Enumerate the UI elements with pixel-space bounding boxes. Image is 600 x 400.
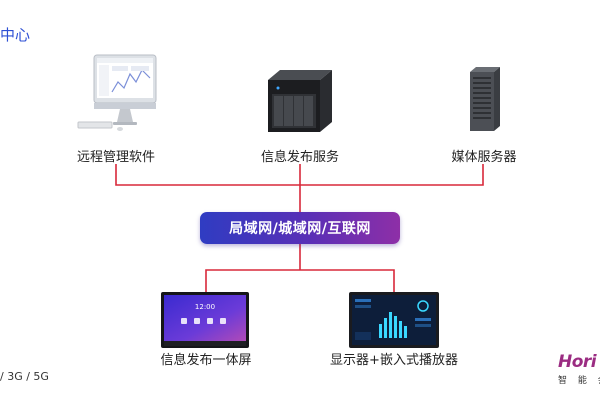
node-label-remote-management: 远程管理软件 bbox=[76, 150, 155, 165]
page-title: 中心 bbox=[0, 26, 31, 44]
brand-logo: Hori 智 能 会 bbox=[558, 352, 600, 386]
footer-network-text: / 3G / 5G bbox=[0, 370, 49, 383]
network-label: 局域网/城域网/互联网 bbox=[229, 221, 371, 237]
display-clock: 12:00 bbox=[195, 303, 215, 311]
logo-text: Hori bbox=[558, 352, 597, 372]
nas-server-icon bbox=[264, 66, 336, 136]
node-label-display-all-in-one: 信息发布一体屏 bbox=[160, 353, 252, 368]
node-label-info-publish-service: 信息发布服务 bbox=[260, 150, 339, 165]
tower-server-icon bbox=[466, 66, 502, 132]
desktop-computer-icon bbox=[76, 52, 158, 136]
interactive-display-icon: 12:00 bbox=[161, 292, 249, 348]
network-box: 局域网/城域网/互联网 bbox=[200, 212, 400, 244]
dashboard-monitor-icon bbox=[349, 292, 439, 348]
node-label-monitor-player: 显示器+嵌入式播放器 bbox=[330, 353, 458, 368]
node-label-media-server: 媒体服务器 bbox=[451, 150, 517, 165]
connector-bottom bbox=[205, 269, 395, 292]
logo-subtext: 智 能 会 bbox=[558, 376, 600, 386]
